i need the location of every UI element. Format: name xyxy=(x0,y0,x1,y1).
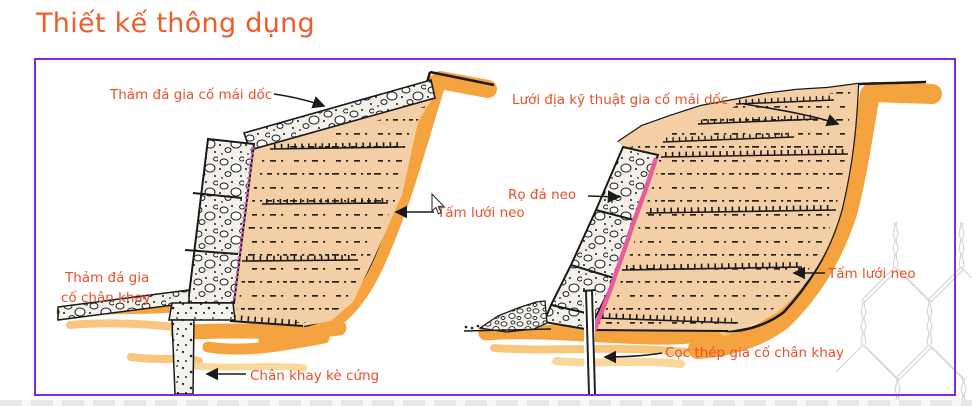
toe-slab xyxy=(168,302,236,321)
label-toe-rock-mattress-line1: Thảm đá gia xyxy=(64,270,149,286)
block-joint xyxy=(192,192,243,199)
anchor-mesh-lines xyxy=(229,142,405,327)
ground-surface-band xyxy=(258,71,497,350)
rubble-dot xyxy=(476,324,480,328)
left-diagram-rock-mattress-slope xyxy=(56,70,497,394)
callouts: Thảm đá gia cố mái dốc Lưới địa kỹ thuật… xyxy=(61,86,916,384)
rubble-dot xyxy=(464,325,468,329)
label-slope-rock-mattress: Thảm đá gia cố mái dốc xyxy=(109,86,272,103)
page-title: Thiết kế thông dụng xyxy=(36,8,315,39)
label-geogrid-slope: Lưới địa kỹ thuật gia cố mái dốc xyxy=(512,91,728,108)
arrow-slope-rock-mattress xyxy=(273,93,326,109)
slope-surface-line xyxy=(429,70,495,87)
label-gabion-anchor: Rọ đá neo xyxy=(508,187,576,203)
mesh-diagonals xyxy=(861,266,972,303)
rubble-dot xyxy=(470,326,474,330)
gabion-joint xyxy=(595,209,635,221)
soil-bottom-line xyxy=(591,329,729,332)
mesh-twist-column xyxy=(860,299,933,346)
bottom-edge-strip xyxy=(0,400,972,406)
mesh-diagonals xyxy=(836,344,966,381)
label-rigid-toe: Chân khay kè cứng xyxy=(250,368,379,384)
mouse-cursor xyxy=(431,192,446,215)
label-steel-pile: Cọc thép gia cố chân khay xyxy=(665,344,844,361)
rubble-pile xyxy=(478,300,548,333)
label-toe-rock-mattress-line2: cố chân khay xyxy=(61,289,151,306)
soil-texture xyxy=(235,106,426,323)
ground-line xyxy=(463,328,552,332)
label-anchor-mesh-left: Tấm lưới neo xyxy=(436,205,525,221)
gabion-joint xyxy=(570,264,615,279)
mesh-twist-column xyxy=(892,222,965,268)
right-diagram-geogrid-gabion-slope xyxy=(463,80,942,394)
rigid-toe-key-column xyxy=(171,319,195,394)
slope-surface-line xyxy=(857,80,927,86)
arrow-gabion-anchor xyxy=(587,190,621,204)
label-anchor-mesh-right: Tấm lưới neo xyxy=(827,266,916,282)
block-joint xyxy=(184,249,239,255)
steel-pile xyxy=(582,289,597,394)
arrow-geogrid-slope xyxy=(743,103,840,127)
geogrid-lines xyxy=(662,95,835,143)
geotextile-interface-line xyxy=(232,146,255,301)
slope-reinforcement-diagram: Thảm đá gia cố mái dốc Lưới địa kỹ thuật… xyxy=(56,70,942,394)
arrow-steel-pile xyxy=(603,350,663,364)
anchor-mesh-lines xyxy=(597,149,849,324)
geotextile-interface-band xyxy=(591,157,659,332)
